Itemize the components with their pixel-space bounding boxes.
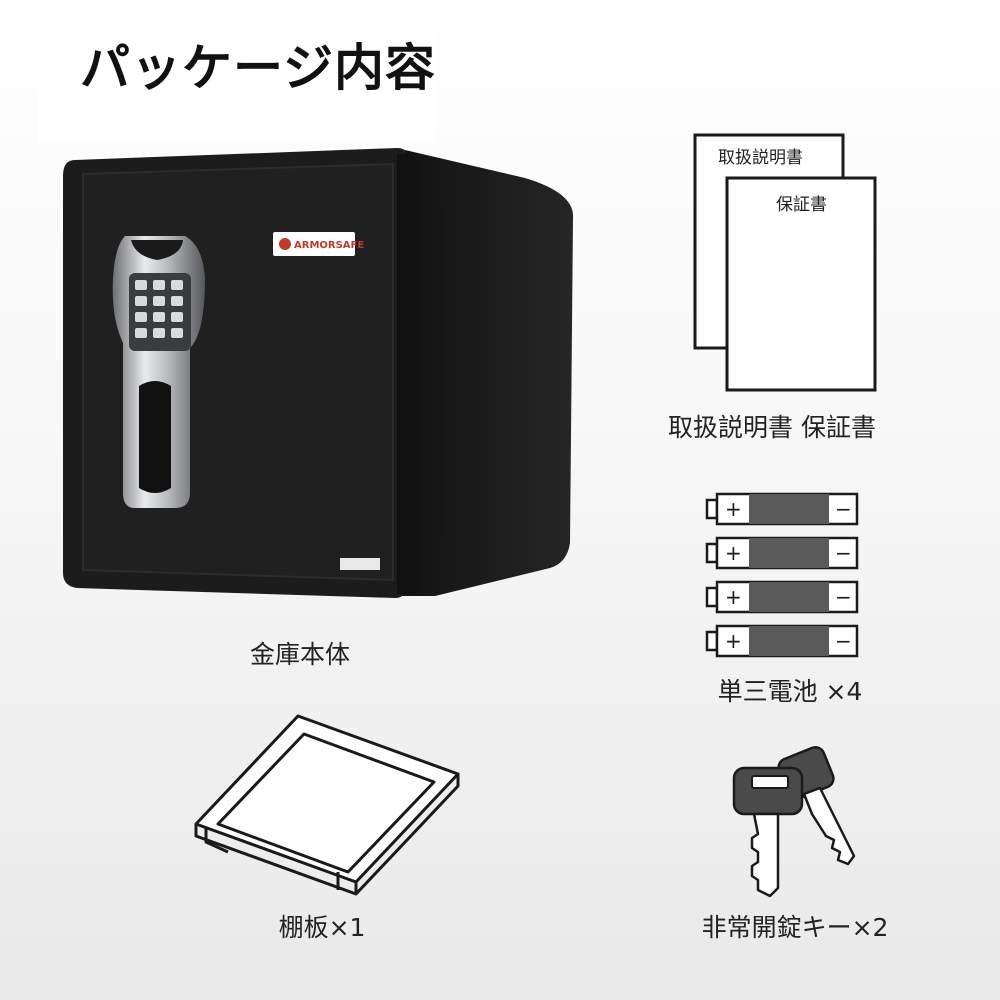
battery-minus-icon: − [835, 629, 852, 653]
shelf-caption: 棚板×1 [278, 913, 366, 942]
safe-illustration: ARMORSAFE [63, 148, 574, 598]
battery-plus-icon: + [725, 629, 742, 653]
warranty-sheet-label: 保証書 [776, 195, 827, 215]
documents-caption: 取扱説明書 保証書 [668, 413, 876, 442]
brand-logo-text: ARMORSAFE [294, 240, 364, 251]
manual-sheet-label: 取扱説明書 [718, 148, 803, 168]
batteries-caption: 単三電池 ×4 [717, 677, 863, 706]
title-panel [38, 8, 436, 143]
brand-logo [273, 232, 355, 256]
page-title: パッケージ内容 [80, 39, 436, 97]
battery-plus-icon: + [725, 585, 742, 609]
battery-3: + − [705, 580, 859, 614]
battery-plus-icon: + [725, 541, 742, 565]
battery-2: + − [705, 536, 859, 570]
keys-caption: 非常開錠キー×2 [701, 913, 889, 942]
battery-1: + − [705, 492, 859, 526]
warranty-sheet [725, 176, 877, 392]
key-front [732, 766, 804, 898]
batteries-illustration: + − + − + − + − [705, 492, 859, 658]
battery-plus-icon: + [725, 497, 742, 521]
battery-minus-icon: − [835, 497, 852, 521]
keys-illustration [732, 746, 856, 898]
safe-caption: 金庫本体 [249, 640, 350, 669]
battery-minus-icon: − [835, 541, 852, 565]
battery-4: + − [705, 624, 859, 658]
documents-illustration: 取扱説明書 保証書 [693, 133, 877, 392]
battery-minus-icon: − [835, 585, 852, 609]
shelf-illustration [194, 714, 460, 896]
